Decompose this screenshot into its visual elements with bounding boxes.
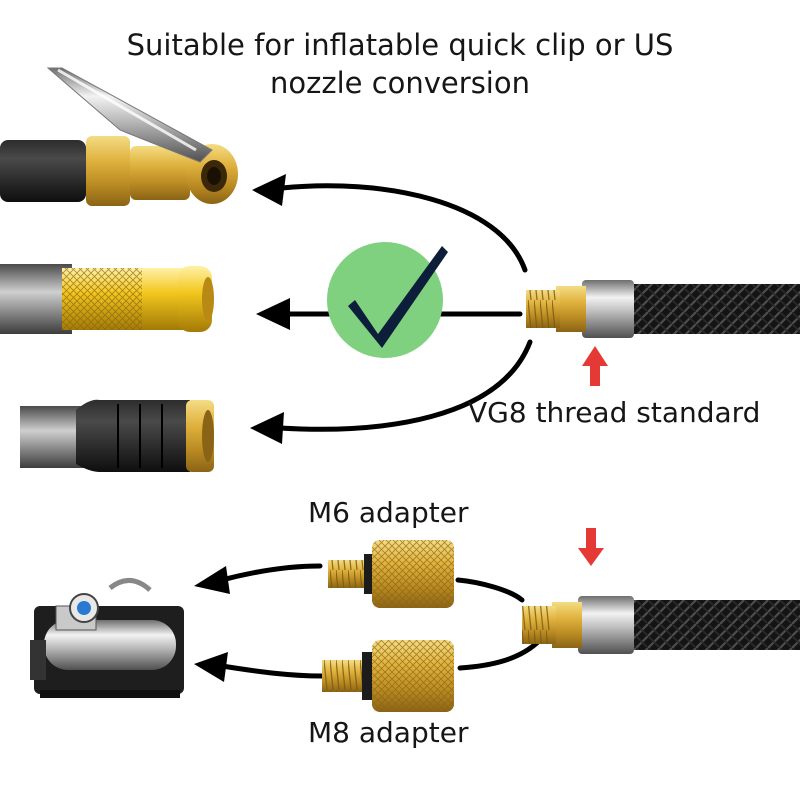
red-down-arrow-icon: [578, 528, 604, 566]
arrow-head-5: [194, 652, 228, 682]
arrow-head-4: [194, 566, 230, 594]
m8-adapter: [322, 640, 454, 712]
m6-adapter: [328, 540, 454, 608]
m6-adapter-label: M6 adapter: [308, 496, 469, 529]
arrow-head-2: [256, 298, 290, 330]
headline-line-2: nozzle conversion: [270, 66, 530, 100]
headline-line-1: Suitable for inflatable quick clip or US: [126, 28, 674, 62]
black-screw-chuck: [20, 399, 214, 472]
air-compressor: [30, 578, 184, 698]
red-up-arrow-icon: [582, 346, 608, 386]
headline: Suitable for inflatable quick clip or US…: [0, 26, 800, 102]
arrow-head-3: [250, 412, 284, 444]
vg8-thread-label: VG8 thread standard: [468, 396, 761, 429]
arrow-head-1: [252, 174, 286, 206]
us-valve-chuck: [0, 264, 214, 334]
bottom-arrows: [219, 563, 543, 679]
checkmark-icon: [327, 242, 448, 358]
hose-vg8-fitting-bottom: [522, 596, 800, 654]
hose-vg8-fitting-top: [526, 280, 800, 338]
m8-adapter-label: M8 adapter: [308, 716, 469, 749]
quick-clip-chuck: [0, 67, 238, 206]
